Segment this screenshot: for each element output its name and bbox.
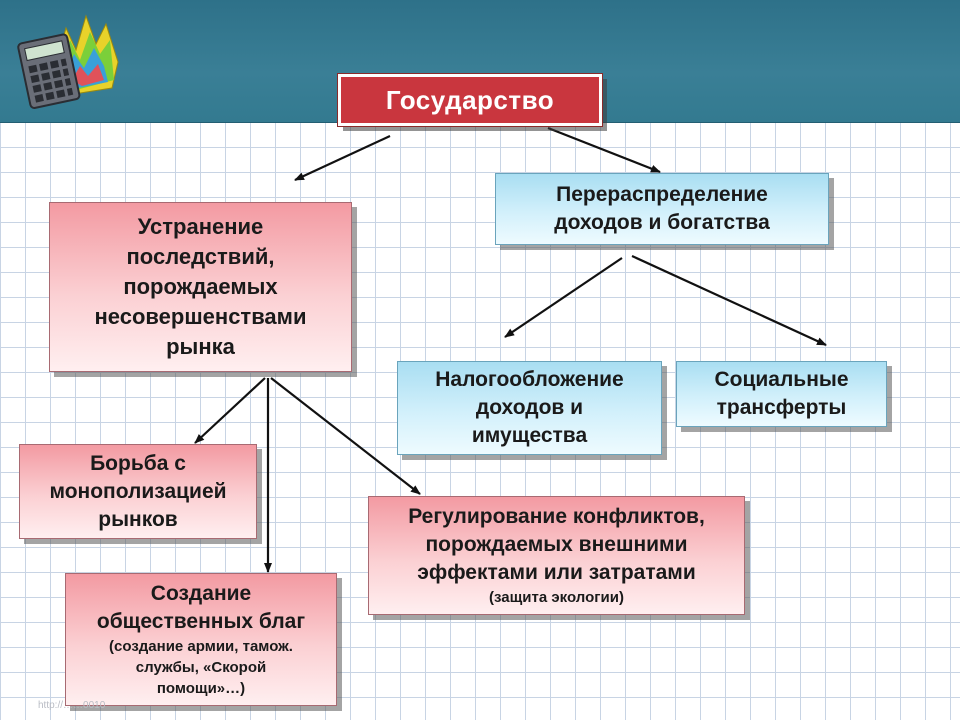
public-goods-note-2: службы, «Скорой: [136, 657, 266, 678]
monopoly-line-2: монополизацией: [49, 478, 226, 506]
market-failures-line-5: рынка: [166, 332, 235, 362]
public-goods-line-1: Создание: [151, 580, 251, 608]
taxation-box: Налогообложение доходов и имущества: [397, 361, 662, 455]
externalities-note: (защита экологии): [489, 587, 624, 608]
externalities-line-1: Регулирование конфликтов,: [408, 503, 705, 531]
taxation-line-1: Налогообложение: [435, 366, 624, 394]
redistribution-line-1: Перераспределение: [556, 181, 768, 209]
market-failures-line-3: порождаемых: [123, 272, 277, 302]
monopoly-line-3: рынков: [98, 506, 177, 534]
taxation-line-2: доходов и: [476, 394, 583, 422]
root-state-box: Государство: [338, 74, 602, 126]
redistribution-line-2: доходов и богатства: [554, 209, 770, 237]
footer-url: http://……0010: [38, 700, 105, 711]
transfers-line-2: трансферты: [717, 394, 847, 422]
monopoly-box: Борьба с монополизацией рынков: [19, 444, 257, 539]
market-failures-line-2: последствий,: [127, 242, 275, 272]
market-failures-line-1: Устранение: [138, 212, 264, 242]
monopoly-line-1: Борьба с: [90, 450, 186, 478]
public-goods-note-1: (создание армии, тамож.: [109, 636, 293, 657]
transfers-box: Социальные трансферты: [676, 361, 887, 427]
arrow-redistribution-to-taxation: [505, 258, 622, 337]
arrow-redistribution-to-transfers: [632, 256, 826, 345]
calculator-logo-icon: [14, 10, 126, 114]
taxation-line-3: имущества: [472, 422, 587, 450]
arrow-root-to-redistribution: [548, 128, 660, 172]
market-failures-box: Устранение последствий, порождаемых несо…: [49, 202, 352, 372]
public-goods-line-2: общественных благ: [97, 608, 305, 636]
externalities-box: Регулирование конфликтов, порождаемых вн…: [368, 496, 745, 615]
transfers-line-1: Социальные: [714, 366, 848, 394]
root-state-label: Государство: [386, 85, 554, 116]
externalities-line-2: порождаемых внешними: [426, 531, 688, 559]
public-goods-note-3: помощи»…): [157, 678, 245, 699]
externalities-line-3: эффектами или затратами: [417, 559, 696, 587]
arrow-market-failures-to-monopoly: [195, 378, 265, 443]
arrow-root-to-market-failures: [295, 136, 390, 180]
redistribution-box: Перераспределение доходов и богатства: [495, 173, 829, 245]
public-goods-box: Создание общественных благ (создание арм…: [65, 573, 337, 706]
market-failures-line-4: несовершенствами: [95, 302, 307, 332]
